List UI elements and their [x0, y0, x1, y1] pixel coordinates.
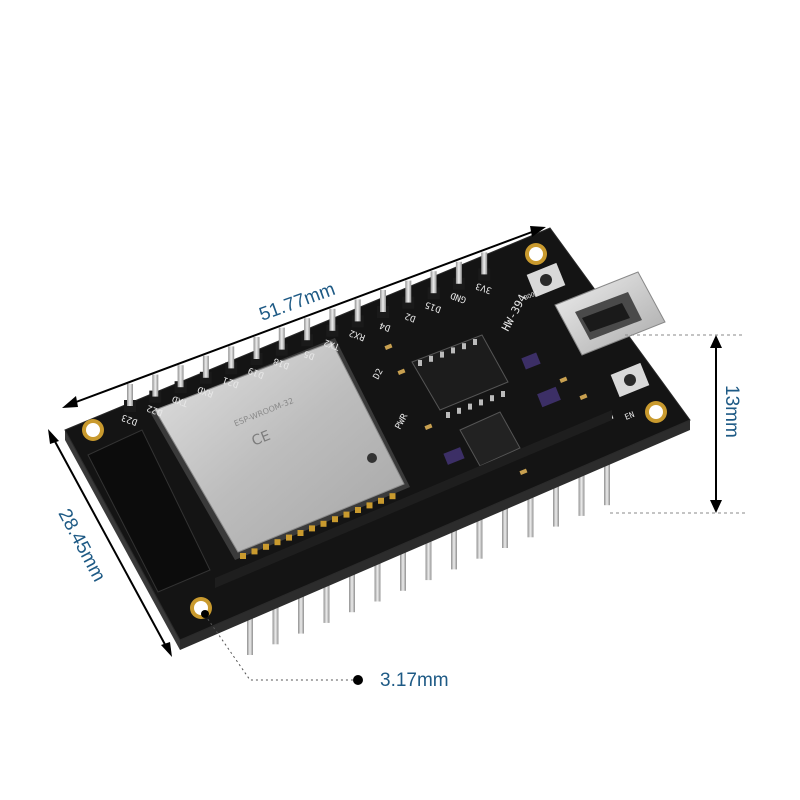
module-pad [309, 525, 315, 532]
antenna-area [87, 429, 211, 593]
capacitor [443, 447, 465, 465]
module-shield [154, 341, 405, 553]
top-pin-label: D5 [303, 348, 317, 361]
pin-leg [400, 520, 406, 591]
en-button [610, 362, 650, 398]
capacitor [521, 352, 541, 370]
chip-leg [440, 351, 444, 358]
dim-length [62, 226, 546, 408]
d2-label: D2 [372, 367, 386, 381]
module-pad [343, 511, 350, 518]
module-pad [240, 553, 246, 559]
header-pin [455, 261, 462, 284]
header-pin [127, 384, 133, 406]
chip-leg [473, 339, 477, 345]
header-pin [405, 280, 412, 303]
top-pin-label: D2 [404, 310, 418, 323]
top-pin-header [124, 252, 491, 412]
module-pad [355, 507, 361, 513]
chip-leg [479, 399, 483, 406]
header-pin [152, 374, 159, 397]
pin-leg [527, 467, 534, 538]
pcb-edge [65, 430, 180, 650]
width-label: 28.45mm [54, 505, 110, 585]
pin-leg [553, 456, 559, 527]
pin-leg [298, 563, 304, 634]
chip-leg [418, 360, 422, 366]
module-pad [320, 520, 327, 527]
header-pin [202, 355, 209, 378]
module-pad [263, 543, 269, 550]
header-pin [228, 346, 235, 369]
pin-leg [502, 478, 508, 548]
header-pin [304, 318, 311, 341]
usb-uart-chip [411, 334, 509, 418]
header-pin [329, 308, 336, 331]
header-pin [481, 252, 488, 275]
module-pad [378, 497, 384, 504]
voltage-regulator [459, 411, 521, 467]
chip-leg [501, 391, 505, 397]
header-pin [177, 365, 184, 388]
bottom-pin-legs [247, 435, 610, 655]
pin-leg [578, 445, 585, 516]
header-pin [380, 290, 386, 312]
top-pin-label: D4 [378, 319, 392, 332]
chip-leg [451, 347, 455, 354]
pin-leg [272, 574, 279, 645]
module-pad [274, 539, 281, 546]
module-pad [332, 516, 338, 523]
header-pin [430, 271, 437, 294]
hole-label: 3.17mm [380, 670, 449, 691]
bottom-header-strip [215, 410, 612, 588]
module-pad [286, 534, 292, 541]
top-pin-labels: D23D22TXDRXDD21D19D18D5TX2RX2D4D2D15GND3… [120, 280, 493, 427]
module-pad [251, 548, 258, 555]
pin-leg [451, 499, 457, 570]
pin-leg [323, 552, 330, 623]
pin-leg [247, 585, 253, 655]
chip-leg [462, 343, 466, 350]
en-label: EN [623, 410, 635, 422]
pcb-edge-bottom [180, 420, 690, 650]
capacitor [537, 386, 561, 408]
pin-leg [425, 510, 432, 581]
module-pad [297, 530, 304, 536]
chip-leg [468, 403, 472, 410]
header-pin [253, 337, 260, 359]
dim-hole [201, 610, 363, 685]
module-pad [366, 502, 373, 509]
chip-leg [490, 395, 494, 402]
pin-leg [476, 488, 483, 559]
esp32-module: ESP-WROOM-32 CE [150, 338, 410, 560]
height-label: 13mm [721, 385, 742, 438]
pin-leg [604, 435, 610, 506]
pin-leg [349, 542, 355, 613]
smd-components [384, 343, 588, 475]
pin-leg [374, 531, 381, 602]
ce-mark: CE [250, 428, 273, 450]
module-pad [389, 493, 396, 500]
header-pin [354, 299, 361, 322]
chip-leg [457, 407, 461, 414]
boot-button [526, 262, 566, 298]
chip-leg [429, 355, 433, 362]
usb-c-connector [554, 271, 666, 356]
dim-width [48, 429, 172, 657]
header-pin [278, 327, 285, 350]
mounting-holes [82, 243, 667, 619]
module-pads [240, 493, 396, 559]
module-dot [367, 453, 377, 463]
dim-height [610, 334, 745, 514]
chip-leg [446, 412, 450, 418]
